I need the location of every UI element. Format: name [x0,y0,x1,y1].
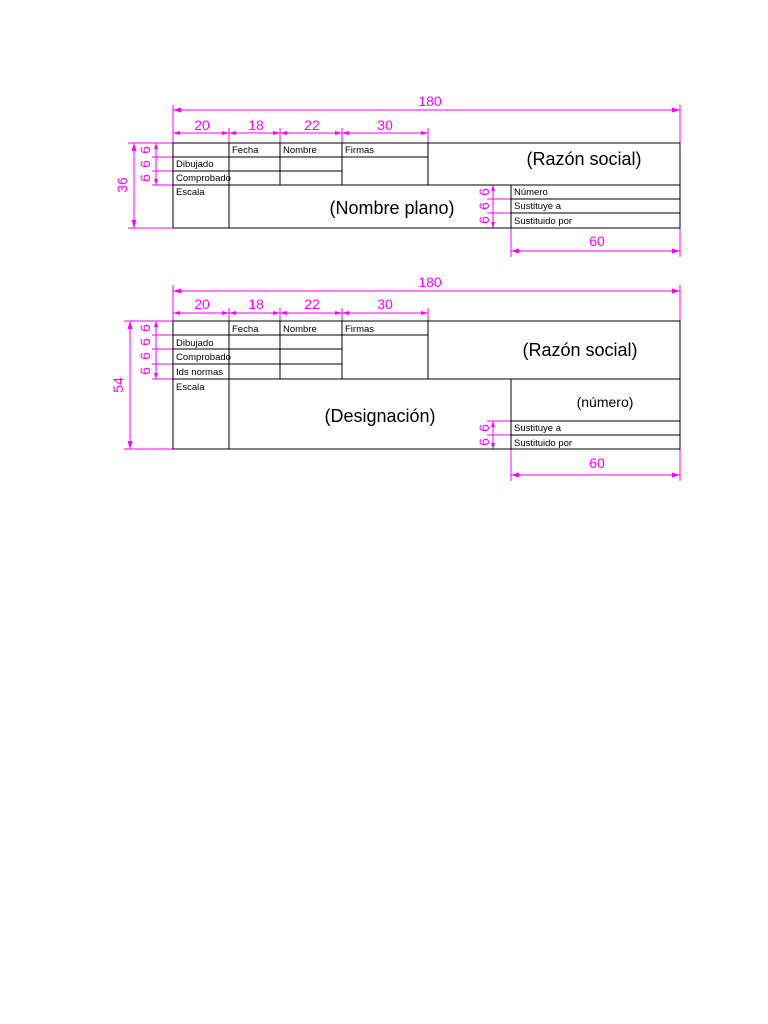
dim-total-label: 180 [418,93,442,109]
row-comprobado: Comprobado [176,352,231,363]
designation: (Designación) [324,406,435,426]
dim-right-row1-label: 6 [476,188,492,196]
header-firmas: Firmas [345,145,374,156]
dim-col3-label: 22 [304,117,320,133]
dimension-right-width: 60 [510,228,681,257]
dimension-columns: 20 18 22 30 [173,117,429,143]
header-fecha: Fecha [232,145,259,156]
row-dibujado: Dibujado [176,338,214,349]
dim-right-row2-label: 6 [476,202,492,210]
numero-field: (número) [577,394,634,410]
header-nombre: Nombre [283,324,317,335]
field-sustituido: Sustituido por [514,216,572,227]
dim-col3-label: 22 [304,296,320,312]
field-sustituido: Sustituido por [514,438,572,449]
dim-row2-label: 6 [137,338,153,346]
dimension-total-width: 180 [172,93,681,143]
dim-right-row2-label: 6 [476,438,492,446]
dim-row1-label: 6 [137,324,153,332]
field-sustituye: Sustituye a [514,423,562,434]
dimension-height: 54 [110,320,173,450]
dimension-right-rows: 6 6 [476,420,511,450]
dimension-rows: 6 6 6 6 [137,321,173,380]
dimension-right-width: 60 [510,449,681,481]
dim-row3-label: 6 [137,352,153,360]
header-fecha: Fecha [232,324,259,335]
title-block-2: 180 20 18 22 30 [110,274,681,481]
dimension-columns: 20 18 22 30 [173,296,429,321]
dim-col1-label: 20 [194,117,210,133]
field-sustituye: Sustituye a [514,201,562,212]
dim-height-label: 54 [110,377,126,393]
header-firmas: Firmas [345,324,374,335]
dimension-height: 36 [114,142,173,229]
row-escala: Escala [176,187,205,198]
dim-right-width-label: 60 [589,455,605,471]
title-block-1: 180 20 18 22 30 [114,93,681,257]
company-name: (Razón social) [522,340,637,360]
dim-row4-label: 6 [137,367,153,375]
dimension-right-rows: 6 6 6 [476,184,511,229]
row-dibujado: Dibujado [176,159,214,170]
dimension-rows: 6 6 6 [137,143,173,186]
dim-height-label: 36 [114,177,130,193]
dim-row2-label: 6 [137,160,153,168]
dim-col2-label: 18 [248,296,264,312]
dimension-total-width: 180 [172,274,681,321]
header-nombre: Nombre [283,145,317,156]
dim-col4-label: 30 [377,117,393,133]
row-comprobado: Comprobado [176,173,231,184]
title-block-2-grid [172,320,681,450]
dim-row1-label: 6 [137,146,153,154]
row-escala: Escala [176,382,205,393]
dim-row3-label: 6 [137,174,153,182]
dim-col4-label: 30 [377,296,393,312]
dim-col1-label: 20 [194,296,210,312]
dim-col2-label: 18 [248,117,264,133]
dim-right-width-label: 60 [589,233,605,249]
dim-right-row1-label: 6 [476,424,492,432]
field-numero: Número [514,187,548,198]
drawing-name: (Nombre plano) [329,198,454,218]
company-name: (Razón social) [526,149,641,169]
dim-total-label: 180 [418,274,442,290]
title-block-1-grid [172,142,681,229]
row-ids-normas: Ids normas [176,367,223,378]
dim-right-row3-label: 6 [476,216,492,224]
